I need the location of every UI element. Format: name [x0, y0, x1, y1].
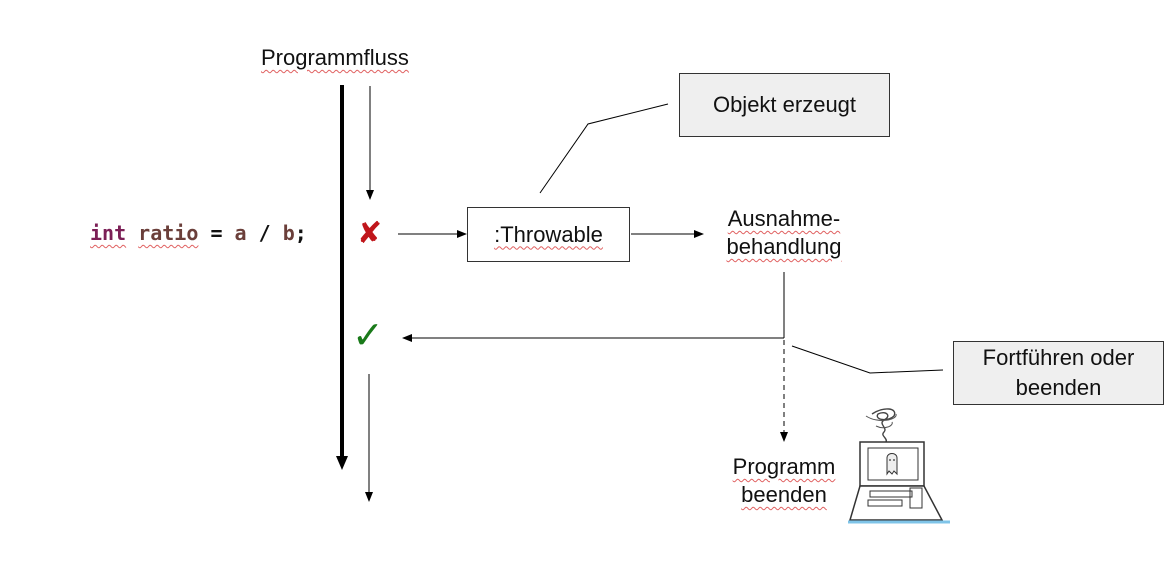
- code-operand-a: a: [234, 221, 247, 245]
- end-program-line2: beenden: [741, 482, 827, 507]
- end-program-line1: Programm: [732, 454, 836, 479]
- code-variable: ratio: [138, 221, 199, 245]
- continue-or-end-line2: beenden: [1015, 375, 1102, 400]
- object-created-label: Objekt erzeugt: [712, 92, 857, 117]
- throwable-label: :Throwable: [494, 221, 603, 247]
- program-flow-title: Programmfluss: [261, 45, 409, 70]
- code-operator: /: [258, 221, 271, 245]
- program-flow-arrowhead: [336, 456, 348, 470]
- object-created-callout: Objekt erzeugt: [679, 73, 890, 137]
- exception-handling-line2: behandlung: [726, 234, 842, 259]
- code-equals: =: [210, 221, 223, 245]
- callout-continue-or-end: [791, 345, 944, 374]
- exception-handling-line1: Ausnahme-: [727, 206, 841, 231]
- code-line: int ratio = a / b;: [90, 221, 307, 245]
- error-cross-icon: ✘: [357, 217, 383, 250]
- code-keyword: int: [90, 221, 127, 245]
- throwable-box: :Throwable: [467, 207, 630, 262]
- continue-or-end-callout: Fortführen oder beenden: [953, 341, 1164, 405]
- success-check-icon: ✓: [352, 315, 384, 357]
- exception-handling-label: Ausnahme- behandlung: [704, 205, 864, 261]
- code-operand-b: b: [282, 221, 295, 245]
- continue-or-end-line1: Fortführen oder: [982, 345, 1135, 370]
- end-program-label: Programm beenden: [714, 453, 854, 509]
- code-terminator: ;: [294, 221, 307, 245]
- crashed-laptop-with-tornado-icon: [848, 408, 950, 524]
- callout-object-created: [539, 103, 669, 194]
